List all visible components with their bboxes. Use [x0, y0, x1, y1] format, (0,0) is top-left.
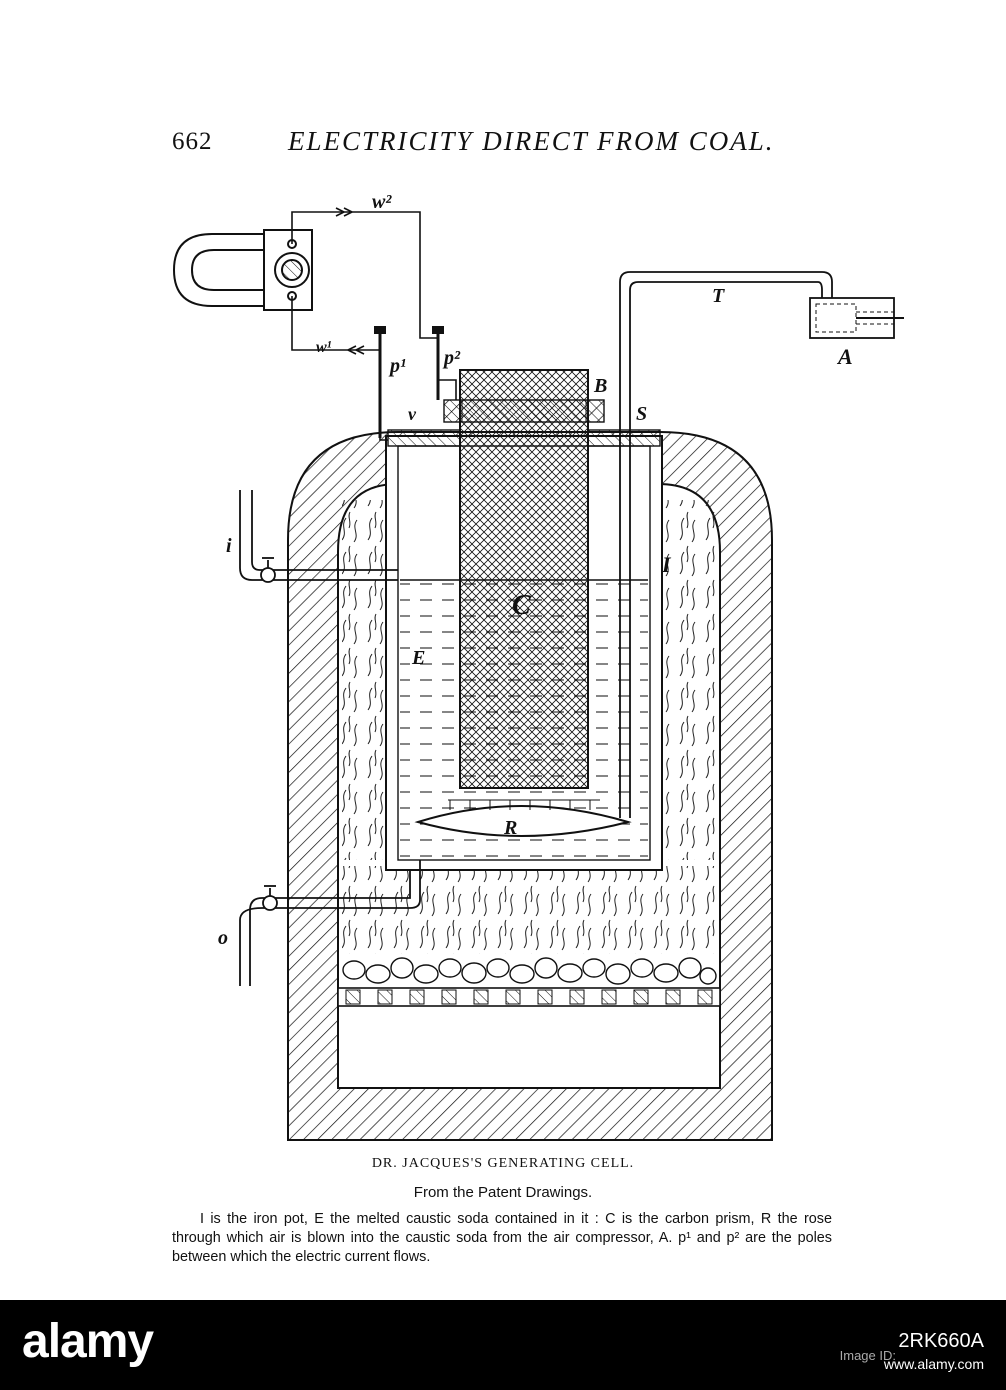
- coal-bed: [342, 956, 716, 986]
- watermark-logo: alamy: [22, 1314, 153, 1369]
- label-p2: p²: [442, 347, 461, 369]
- prism-band: [444, 400, 604, 422]
- label-A: A: [836, 344, 853, 369]
- carbon-prism: [444, 370, 604, 788]
- label-i: i: [226, 535, 232, 557]
- label-v: v: [408, 404, 417, 424]
- label-w2: w²: [372, 191, 392, 213]
- label-w1: w¹: [316, 339, 332, 356]
- label-E: E: [411, 647, 425, 669]
- label-S: S: [636, 403, 647, 425]
- caption-source: From the Patent Drawings.: [0, 1184, 1006, 1201]
- watermark-image-id: 2RK660A: [898, 1330, 984, 1353]
- label-B: B: [593, 375, 607, 397]
- label-R: R: [503, 817, 517, 839]
- label-o: o: [218, 927, 228, 949]
- pole-p1: [374, 326, 386, 334]
- grate: [338, 988, 720, 1006]
- caption-title: DR. JACQUES'S GENERATING CELL.: [0, 1156, 1006, 1172]
- air-compressor: [810, 298, 904, 338]
- pole-p2: [432, 326, 444, 334]
- label-I: I: [661, 552, 672, 577]
- caption-body: I is the iron pot, E the melted caustic …: [172, 1210, 832, 1267]
- circuit-wires: [292, 208, 456, 440]
- generating-cell-figure: w² w¹ p¹ p² B S T A v i I C E R o: [0, 0, 1006, 1150]
- watermark-url: www.alamy.com: [884, 1356, 984, 1372]
- label-T: T: [712, 285, 725, 307]
- label-p1: p¹: [388, 355, 406, 377]
- label-C: C: [512, 590, 531, 621]
